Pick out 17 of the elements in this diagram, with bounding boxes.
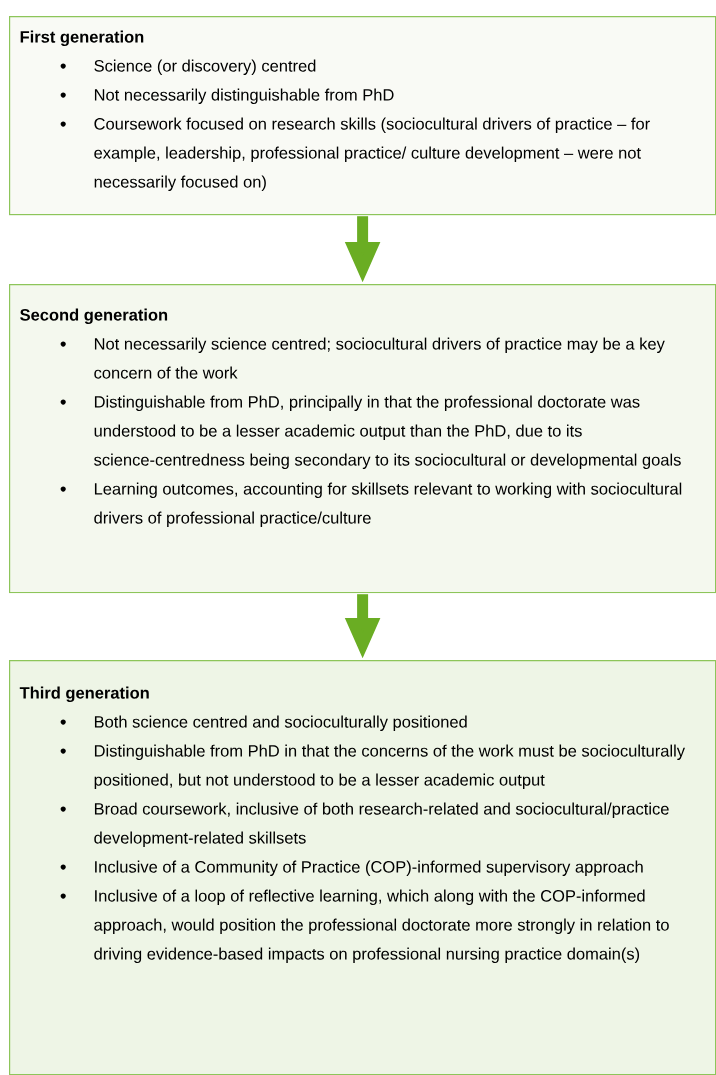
generation-box [9,660,716,1075]
bullet-item: Both science centred and socioculturally positioned [94,715,467,731]
bullet-item: Not necessarily distinguishable from PhD [94,88,394,104]
bullet-item: Not necessarily science centred; sociocultural drivers of practice may be a key concern of the work [94,337,665,379]
heading: First generation [20,30,144,47]
bullet-item: Distinguishable from PhD in that the concerns of the work must be socioculturally positioned, but not understood to be a lesser academic output [94,744,685,789]
bullet-item: Distinguishable from PhD, principally in that the professional doctorate was understood to be a lesser academic output than the PhD, due to its science-centredness being secondary to its sociocultural or developmental goals [94,395,681,469]
bullet-item: Inclusive of a loop of reflective learning, which along with the COP-informed approach, would position the professional doctorate more strongly in relation to driving evidence-based impacts on professional nursing practice domain(s) [94,889,669,963]
heading: Second generation [20,308,168,325]
bullet-item: Learning outcomes, accounting for skillsets relevant to working with sociocultural drivers of professional practice/culture [94,482,682,527]
bullet-item: Broad coursework, inclusive of both research-related and sociocultural/practice development-related skillsets [94,802,669,847]
generation-box [9,16,716,216]
bullet-item: Inclusive of a Community of Practice (COP)-informed supervisory approach [95,860,643,876]
heading: Third generation [19,686,149,703]
bullet-item: Science (or discovery) centred [94,59,316,75]
bullet-item: Coursework focused on research skills (sociocultural drivers of practice – for example, leadership, professional practice/ culture development – were not necessarily focused on) [94,117,650,191]
generation-box [9,284,716,594]
